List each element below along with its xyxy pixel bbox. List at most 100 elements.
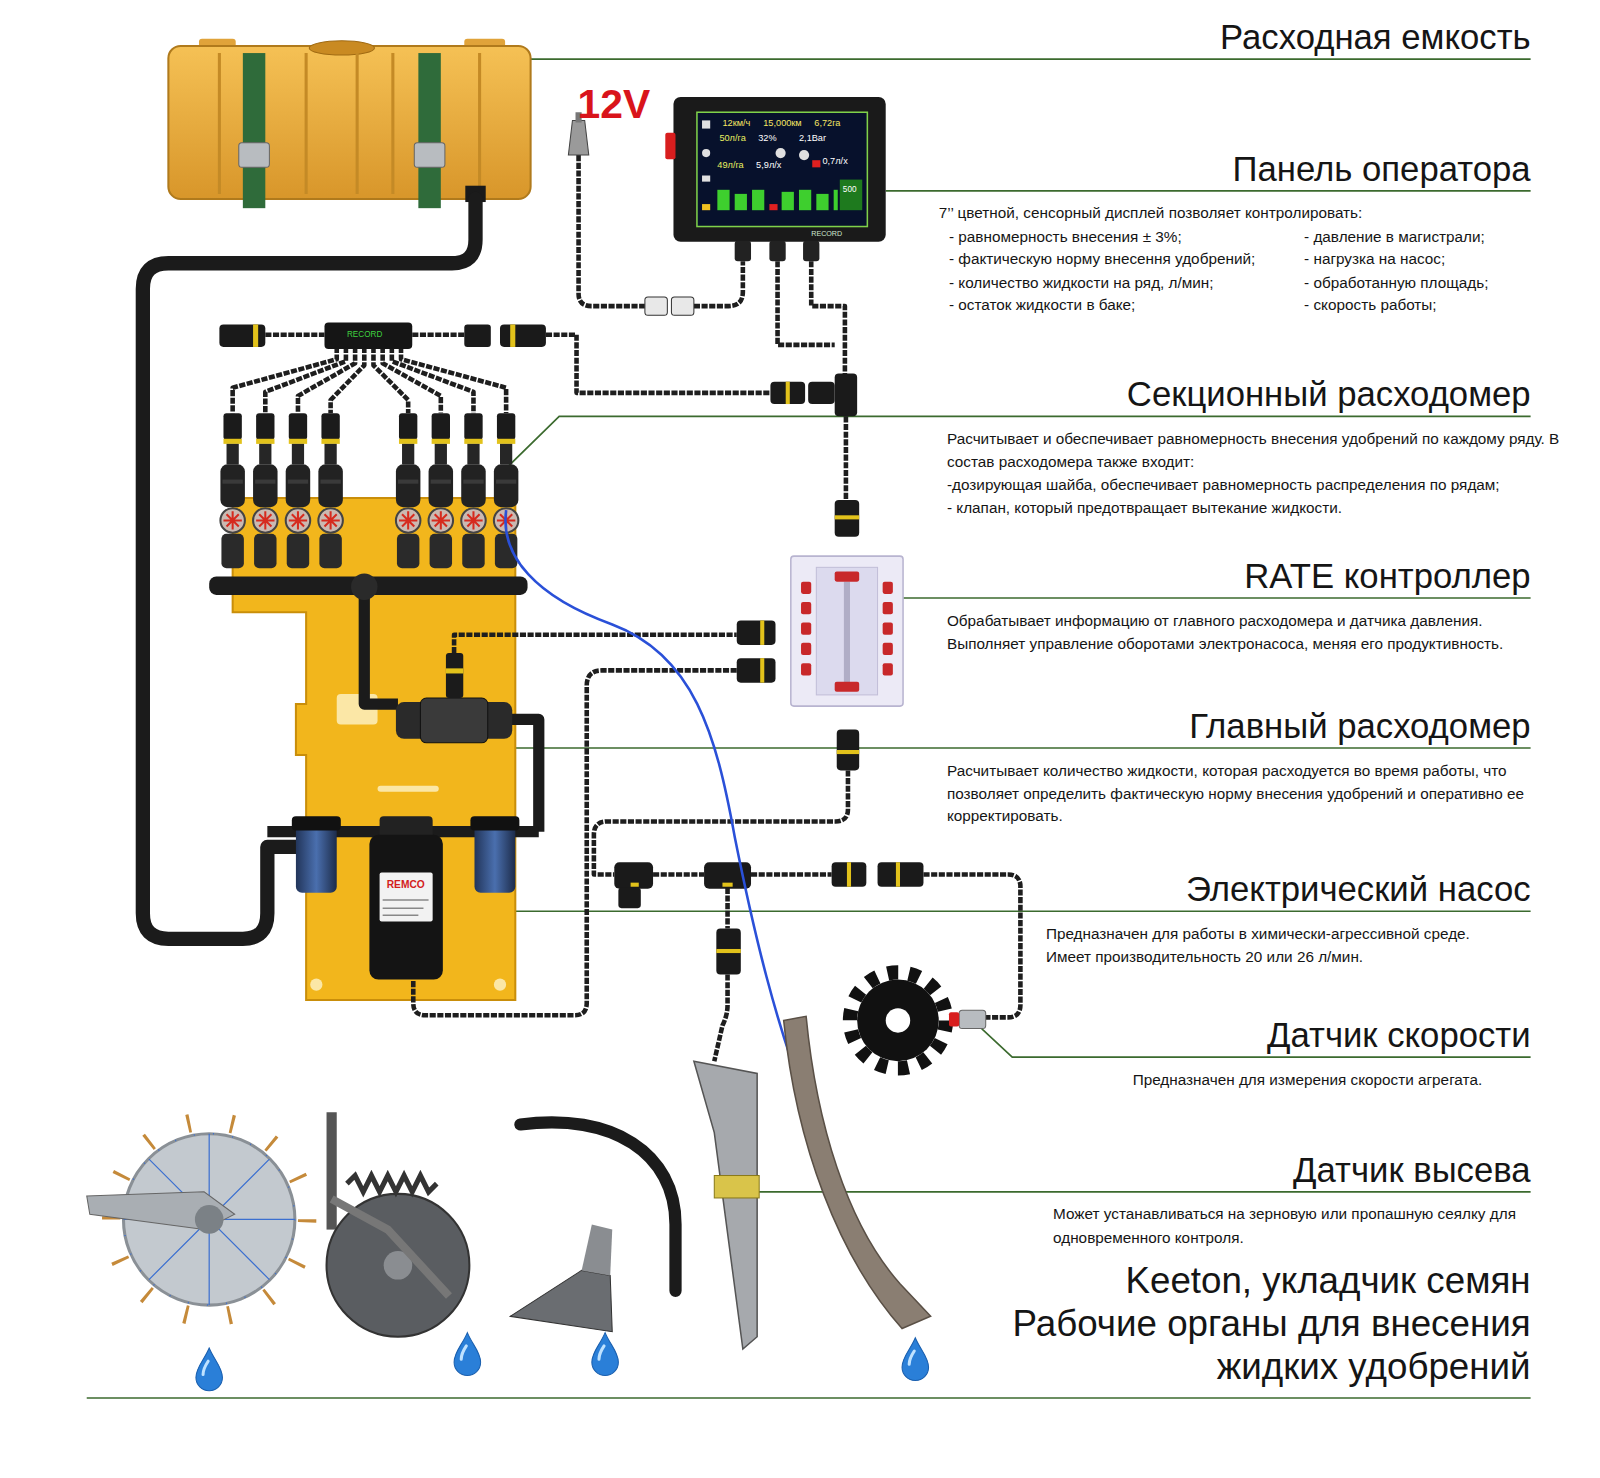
liquid-pipes-part (364, 595, 398, 704)
supply-tank-part (239, 143, 270, 167)
description: Может устанавливаться на зерновую или пр… (1053, 1203, 1533, 1249)
wiring-part (412, 332, 464, 337)
feature-item: - скорость работы; (1304, 294, 1566, 317)
section-flowmeters-part (351, 573, 378, 600)
feature-item: - фактическую норму внесення удобрений; (949, 248, 1304, 271)
speed-sensor-part (949, 1012, 959, 1026)
system-illustration-part (454, 1333, 481, 1376)
rate-controller-part-part (801, 582, 811, 594)
description: Предназначен для измерения скорости агре… (1133, 1068, 1567, 1091)
electric-pump-part (474, 821, 515, 892)
operator-panel-part-part (840, 180, 862, 211)
rate-controller (791, 556, 903, 706)
supply-tank-part (309, 41, 374, 55)
electric-pump-part (380, 872, 433, 921)
operator-panel-part (769, 241, 785, 261)
main-flowmeter-part (446, 668, 463, 673)
wire-connectors-part (878, 862, 924, 886)
operator-panel-part-part (799, 190, 811, 210)
operator-panel-part (717, 180, 862, 211)
electric-pump-part (470, 816, 519, 830)
liquid-pipes-part (510, 719, 539, 831)
wiring-part (751, 872, 832, 877)
wiring-part (694, 261, 743, 306)
connector-rings (631, 382, 900, 953)
wire-splitter-part (500, 324, 546, 346)
wire-connectors-part (645, 297, 667, 315)
display-reading: 6,72га (814, 118, 840, 128)
operator-panel-part-part (834, 190, 838, 210)
operator-panel-part (673, 97, 885, 242)
wire-connectors-part (671, 297, 693, 315)
wiring-part (298, 347, 355, 413)
connector-rings-part (896, 862, 900, 886)
operator-panel-part (665, 133, 675, 160)
disc-opener-part (327, 1112, 337, 1229)
mounting-plate-part (233, 498, 516, 1000)
section-title: Keeton, укладчик семян (888, 1259, 1567, 1302)
disc-opener-part (347, 1176, 437, 1192)
section-flowmeters-part (286, 413, 310, 568)
seed-boot-part (694, 1061, 757, 1349)
mounting-plate-part-part (378, 786, 439, 792)
rate-controller-part (801, 571, 893, 691)
seed-boot-part (714, 1176, 759, 1198)
hoe-opener-part (520, 1122, 675, 1290)
wiring-part (579, 155, 645, 306)
operator-panel-part-part (752, 190, 764, 210)
operator-panel (665, 97, 885, 261)
supply-tank-part (418, 53, 440, 208)
component-description: Выполняет управление оборотами электрона… (947, 632, 1566, 655)
component-description: - клапан, который предотвращает вытекани… (947, 496, 1566, 519)
wire-splitter-part (324, 322, 412, 349)
liquid-shank (784, 1016, 931, 1328)
operator-panel-part-part (702, 204, 710, 210)
speed-sensor-part (886, 1008, 910, 1032)
section-flowmeters-part (429, 413, 453, 568)
component-heading: Главный расходомер (947, 705, 1566, 746)
wiring-part (401, 347, 506, 413)
seed-boot (694, 1061, 759, 1349)
wiring (233, 155, 1021, 1061)
main-flowmeter-part (446, 653, 463, 698)
wire-connectors-part (737, 658, 776, 682)
label-block: Электрический насосПредназначен для рабо… (1046, 868, 1566, 968)
display-reading: 0,7л/х (822, 157, 847, 167)
section-flowmeters-part (461, 413, 485, 568)
display-reading: 50л/га (719, 134, 745, 144)
rate-controller-part-part (883, 582, 893, 594)
mounting-plate (233, 498, 516, 1000)
connector-rings-part (716, 949, 740, 953)
display-reading: 500 (843, 186, 857, 195)
component-heading: Панель оператора (939, 148, 1567, 189)
operator-panel-part-part (799, 150, 809, 160)
operator-panel-part-part (816, 194, 828, 210)
speed-sensor (850, 972, 986, 1068)
feature-list: - равномерность внесения ± 3%;- давление… (949, 225, 1566, 317)
label-block: Датчик скоростиПредназначен для измерени… (1133, 1014, 1567, 1091)
main-flowmeter-part (420, 698, 487, 743)
connector-rings-part (847, 862, 851, 886)
display-reading: 15,000км (763, 118, 801, 128)
speed-sensor-part (850, 972, 946, 1068)
supply-tank-part (243, 53, 265, 208)
component-description: Имеет производительность 20 или 26 л/мин… (1046, 945, 1566, 968)
operator-panel-part-part (776, 148, 786, 158)
label-block: Главный расходомерРасчитывает количество… (947, 705, 1566, 828)
wiring-part (413, 670, 736, 1015)
electric-pump (292, 816, 520, 979)
component-description: -дозирующая шайба, обеспечивает равномер… (947, 473, 1566, 496)
display-reading: 49л/га (717, 161, 743, 171)
feature-item: - нагрузка на насос; (1304, 248, 1566, 271)
component-heading: Расходная емкость (918, 16, 1566, 57)
operator-panel-part-part (735, 194, 747, 210)
disc-opener-part (327, 1194, 470, 1337)
wiring-part (331, 347, 365, 413)
wire-connectors-part (835, 373, 857, 416)
wiring-part (594, 770, 848, 874)
display-reading: 12км/ч (722, 118, 750, 128)
wire-connectors-part (614, 862, 653, 889)
electric-pump-part (383, 900, 429, 915)
